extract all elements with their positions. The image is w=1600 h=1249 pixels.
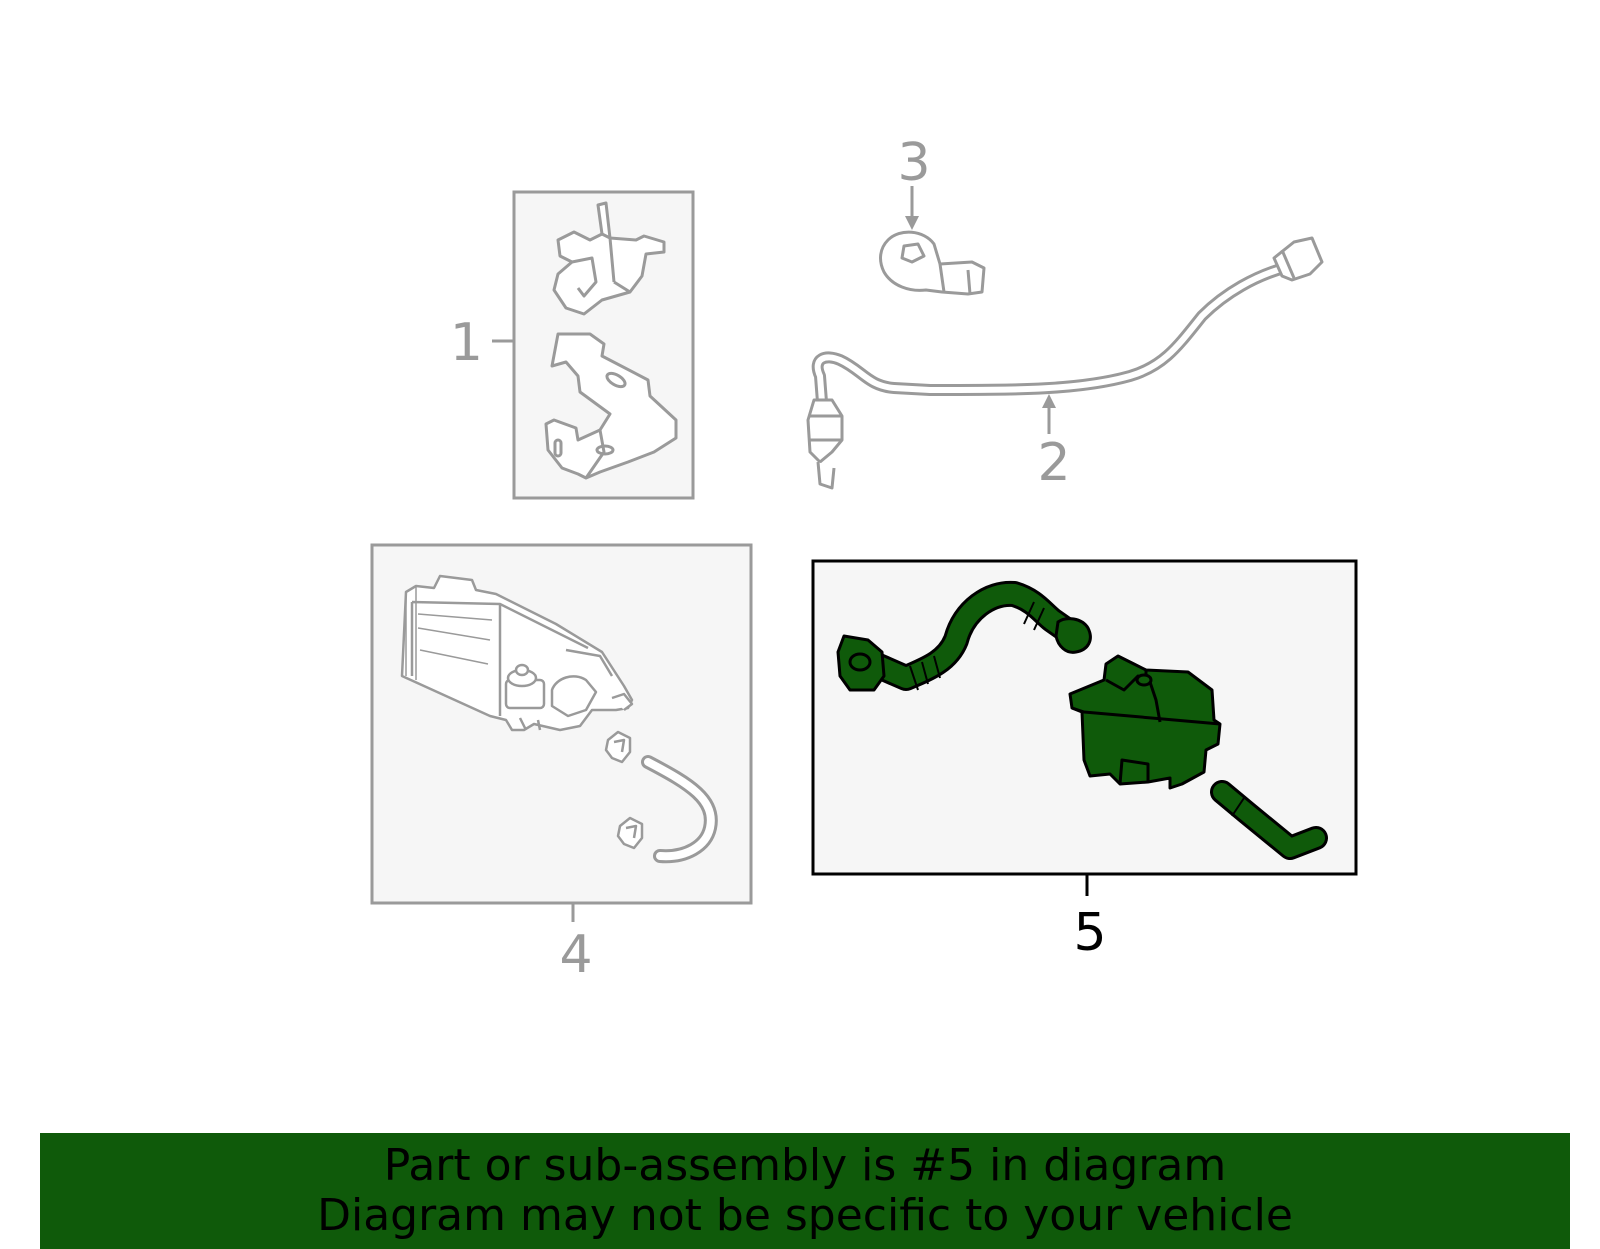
- canister-hose-drawing: [641, 755, 718, 864]
- callout-5: 5: [1073, 903, 1106, 963]
- short-hose-drawing: [1210, 780, 1328, 860]
- vent-hose-drawing: [836, 580, 1092, 692]
- banner-line-1: Part or sub-assembly is #5 in diagram: [383, 1140, 1227, 1191]
- banner-line-2: Diagram may not be specific to your vehi…: [317, 1190, 1293, 1241]
- charcoal-canister-drawing: [400, 574, 634, 732]
- part-1-group[interactable]: 1: [450, 190, 695, 500]
- vsv-valve-drawing: [1068, 654, 1222, 790]
- part-5-group[interactable]: 5: [811, 559, 1358, 963]
- vacuum-valve-drawing: [552, 201, 666, 316]
- callout-3: 3: [897, 133, 930, 193]
- callout-2: 2: [1037, 433, 1070, 493]
- callout-1: 1: [450, 313, 483, 373]
- info-banner: Part or sub-assembly is #5 in diagram Di…: [40, 1133, 1570, 1249]
- callout-4: 4: [559, 925, 592, 985]
- mounting-bracket-drawing: [544, 332, 678, 480]
- hose-clip-drawing: [604, 730, 644, 850]
- part-2-arrowhead: [1042, 394, 1056, 408]
- part-3-arrowhead: [905, 216, 919, 230]
- part-4-group[interactable]: 4: [370, 543, 753, 985]
- oxygen-sensor-drawing: [806, 236, 1324, 490]
- part-3-group[interactable]: 3: [879, 133, 986, 296]
- part-2-group[interactable]: 2: [806, 236, 1324, 493]
- knock-sensor-drawing: [879, 230, 986, 296]
